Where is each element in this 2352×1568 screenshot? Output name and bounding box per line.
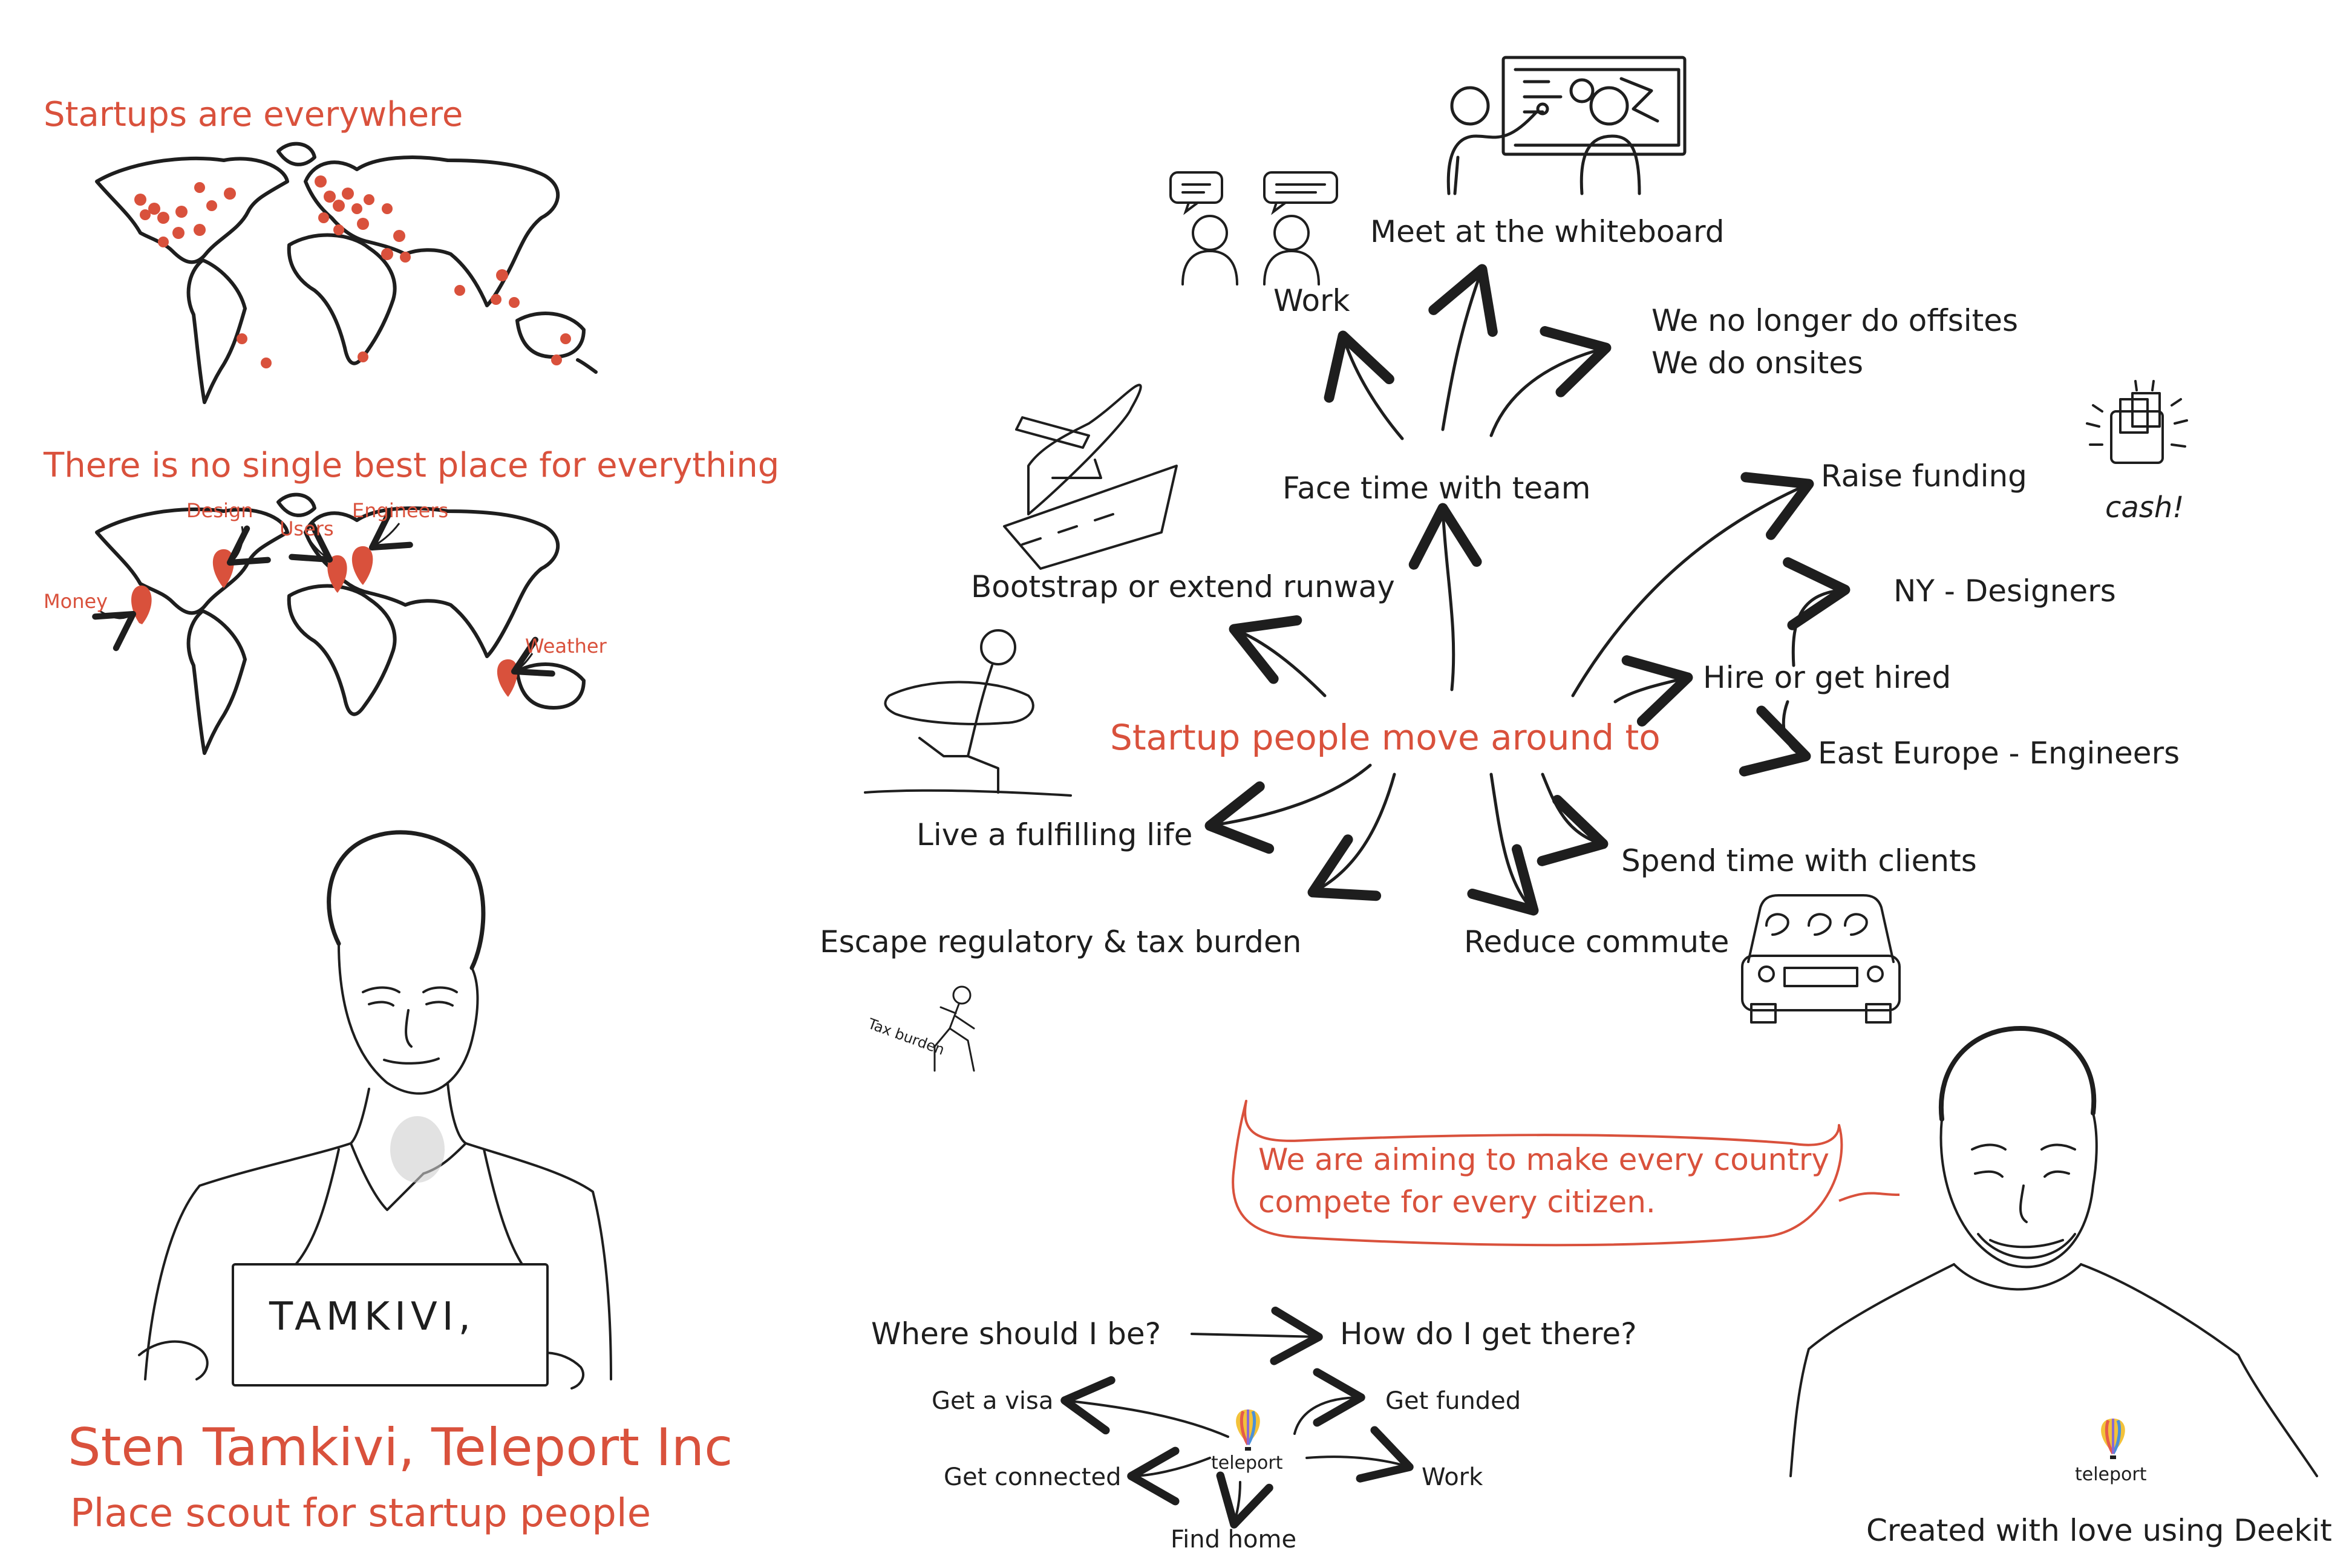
quote-line-1: We are aiming to make every country: [1258, 1142, 1829, 1177]
heading-no-best-place: There is no single best place for everyt…: [44, 446, 780, 485]
users-pin: [327, 555, 347, 593]
label-money: Money: [44, 590, 108, 613]
flow-where: Where should I be?: [871, 1316, 1161, 1351]
surfer-icon: [864, 629, 1072, 797]
flow-visa: Get a visa: [932, 1387, 1054, 1415]
label-users: Users: [279, 517, 334, 540]
label-design: Design: [186, 499, 253, 522]
node-work: Work: [1273, 283, 1350, 318]
teleport-balloon-icon: [1236, 1410, 1260, 1451]
quote-line-2: compete for every citizen.: [1258, 1184, 1656, 1220]
whiteboard-icon: [1446, 56, 1687, 195]
label-engineers: Engineers: [352, 499, 449, 522]
node-offsites-1: We no longer do offsites: [1651, 303, 2019, 338]
subtitle: Place scout for startup people: [70, 1491, 652, 1536]
map-label-arrows: [92, 510, 555, 677]
flow-home: Find home: [1171, 1526, 1297, 1553]
flow-how: How do I get there?: [1340, 1316, 1637, 1351]
map-pins: [131, 546, 518, 697]
node-hire: Hire or get hired: [1703, 660, 1952, 695]
node-raise-funding: Raise funding: [1821, 459, 2027, 494]
shading-neck: [390, 1116, 445, 1183]
money-pin: [131, 585, 152, 624]
mindmap-arrows: [1204, 264, 1851, 916]
flow-connected: Get connected: [944, 1463, 1122, 1491]
car-icon: [1741, 894, 1901, 1024]
quote-bubble: [1232, 1100, 1900, 1247]
portrait-smiling-sketch: [1789, 1026, 2318, 1477]
credit-text: Created with love using Deekit: [1866, 1513, 2332, 1548]
world-map-startups: [95, 142, 598, 404]
name-title: Sten Tamkivi, Teleport Inc: [68, 1417, 733, 1478]
node-offsites-2: We do onsites: [1651, 345, 1864, 381]
sign-text: TAMKIVI,: [269, 1295, 475, 1339]
teleport-logo-text: teleport: [1211, 1452, 1283, 1474]
startup-dots: [134, 175, 571, 368]
node-east-europe: East Europe - Engineers: [1818, 736, 2180, 771]
airplane-icon: [1003, 384, 1178, 570]
cash-label: cash!: [2105, 491, 2184, 524]
wallet-icon: [2086, 380, 2188, 464]
node-bootstrap: Bootstrap or extend runway: [971, 569, 1395, 604]
weather-pin: [497, 659, 518, 697]
teleport-shirt-text: teleport: [2075, 1464, 2147, 1485]
node-whiteboard: Meet at the whiteboard: [1370, 214, 1725, 249]
center-topic: Startup people move around to: [1110, 717, 1661, 758]
node-face-time: Face time with team: [1282, 471, 1591, 506]
heading-startups-everywhere: Startups are everywhere: [44, 95, 463, 134]
flow-work: Work: [1422, 1463, 1483, 1491]
two-people-chat-icon: [1169, 171, 1338, 286]
flow-arrows: [1060, 1306, 1414, 1529]
engineers-pin: [351, 546, 373, 585]
portrait-sten-sketch: [138, 830, 612, 1390]
label-weather: Weather: [525, 635, 607, 658]
node-ny-designers: NY - Designers: [1893, 573, 2116, 609]
world-map-best-places: [95, 492, 586, 755]
flow-funded: Get funded: [1385, 1387, 1521, 1415]
node-fulfilling: Live a fulfilling life: [916, 817, 1193, 852]
node-spend-time: Spend time with clients: [1621, 843, 1977, 878]
teleport-balloon-icon-shirt: [2101, 1419, 2125, 1459]
node-escape: Escape regulatory & tax burden: [820, 924, 1302, 959]
tax-runner-icon: [933, 985, 975, 1072]
node-reduce-commute: Reduce commute: [1464, 924, 1730, 959]
